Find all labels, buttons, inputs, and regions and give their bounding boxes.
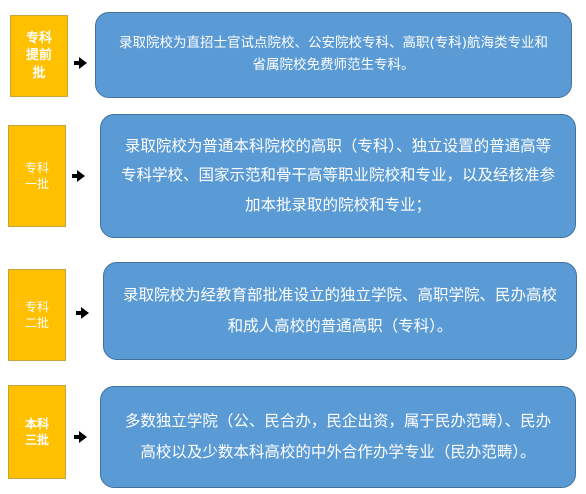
label-box-4: 本科 三批 (8, 385, 66, 479)
description-box-2: 录取院校为普通本科院校的高职（专科）、独立设置的普通高等专科学校、国家示范和骨干… (100, 114, 576, 238)
description-text-4: 多数独立学院（公、民合办，民企出资，属于民办范畴）、民办高校以及少数本科高校的中… (124, 412, 552, 461)
label-box-2: 专科 一批 (8, 125, 66, 227)
description-text-1: 录取院校为直招士官试点院校、公安院校专科、高职(专科)航海类专业和省属院校免费师… (118, 35, 549, 73)
label-box-3: 专科 二批 (8, 269, 66, 361)
description-box-1: 录取院校为直招士官试点院校、公安院校专科、高职(专科)航海类专业和省属院校免费师… (95, 12, 572, 98)
label-box-1: 专科 提前 批 (10, 15, 68, 97)
description-box-3: 录取院校为经教育部批准设立的独立学院、高职学院、民办高校和成人高校的普通高职（专… (103, 262, 577, 360)
description-box-4: 多数独立学院（公、民合办，民企出资，属于民办范畴）、民办高校以及少数本科高校的中… (100, 386, 576, 488)
description-text-2: 录取院校为普通本科院校的高职（专科）、独立设置的普通高等专科学校、国家示范和骨干… (121, 136, 556, 214)
description-text-3: 录取院校为经教育部批准设立的独立学院、高职学院、民办高校和成人高校的普通高职（专… (122, 286, 557, 335)
